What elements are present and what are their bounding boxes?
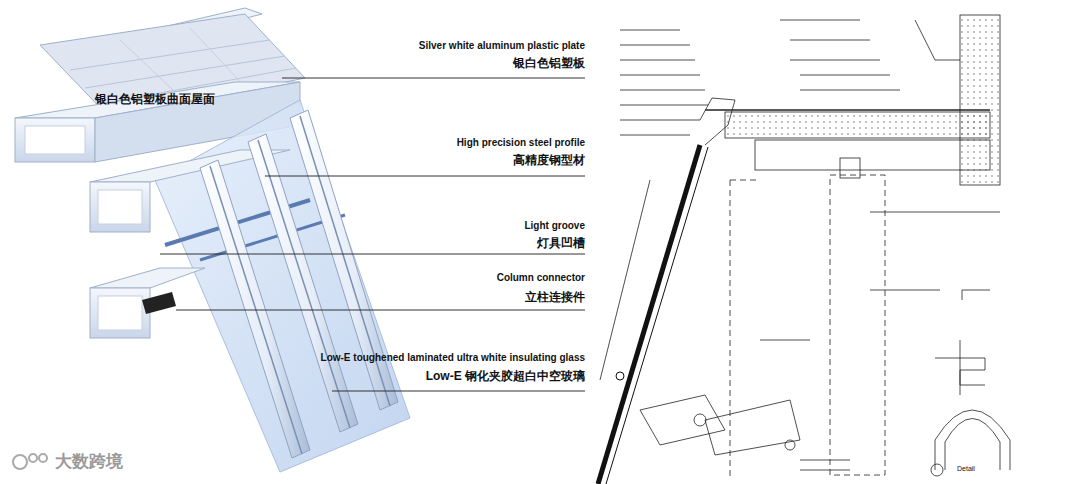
part-name-en: Column connector [497, 272, 585, 284]
roof-label: 银白色铝塑板曲面屋面 [95, 92, 215, 106]
watermark: 大数跨境 [55, 452, 123, 472]
detail-label: Detail [955, 465, 977, 473]
part-name-zh: 高精度钢型材 [513, 153, 585, 167]
part-name-zh: 灯具凹槽 [537, 236, 585, 250]
part-name-en: Low-E toughened laminated ultra white in… [321, 352, 585, 364]
part-name-zh: 立柱连接件 [525, 290, 585, 304]
part-name-zh: Low-E 钢化夹胶超白中空玻璃 [426, 369, 585, 383]
part-name-en: Light groove [524, 220, 585, 232]
part-name-en: High precision steel profile [457, 137, 585, 149]
part-name-zh: 银白色铝塑板 [513, 56, 585, 70]
part-name-en: Silver white aluminum plastic plate [419, 40, 585, 52]
